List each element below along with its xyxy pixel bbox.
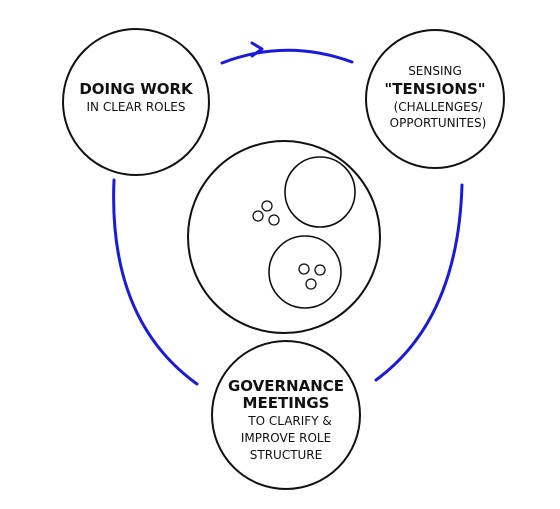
role-dot bbox=[298, 263, 310, 275]
cycle-arc-right bbox=[374, 183, 464, 382]
doing-work-title: DOING WORK bbox=[79, 80, 194, 98]
organization-circle-icon bbox=[187, 140, 381, 334]
role-dot bbox=[261, 200, 273, 212]
governance-title-2: MEETINGS bbox=[243, 394, 330, 412]
sub-circle-empty bbox=[284, 156, 356, 228]
cycle-arc-top bbox=[220, 48, 354, 65]
sensing-line-2: "TENSIONS" bbox=[384, 80, 485, 98]
doing-work-subtitle: IN CLEAR ROLES bbox=[86, 100, 185, 114]
node-sensing-tensions: SENSING "TENSIONS" (CHALLENGES/ OPPORTUN… bbox=[365, 29, 505, 169]
governance-line-2: IMPROVE ROLE bbox=[241, 431, 331, 445]
role-dot bbox=[314, 264, 326, 276]
arrowhead-icon bbox=[250, 41, 264, 58]
sensing-line-1: SENSING bbox=[408, 64, 462, 78]
role-dot bbox=[268, 214, 280, 226]
cycle-arc-left bbox=[112, 178, 199, 386]
governance-title-1: GOVERNANCE bbox=[228, 377, 344, 395]
sensing-line-4: OPPORTUNITES) bbox=[390, 116, 487, 130]
governance-line-3: STRUCTURE bbox=[250, 448, 322, 462]
role-dot bbox=[252, 210, 264, 222]
sensing-line-3: (CHALLENGES/ bbox=[394, 100, 484, 114]
node-governance-meetings: GOVERNANCE MEETINGS TO CLARIFY & IMPROVE… bbox=[211, 340, 361, 490]
role-dot bbox=[305, 278, 317, 290]
governance-line-1: TO CLARIFY & bbox=[247, 414, 331, 428]
outer-org-circle bbox=[187, 140, 381, 334]
node-doing-work: DOING WORK IN CLEAR ROLES bbox=[62, 28, 210, 176]
